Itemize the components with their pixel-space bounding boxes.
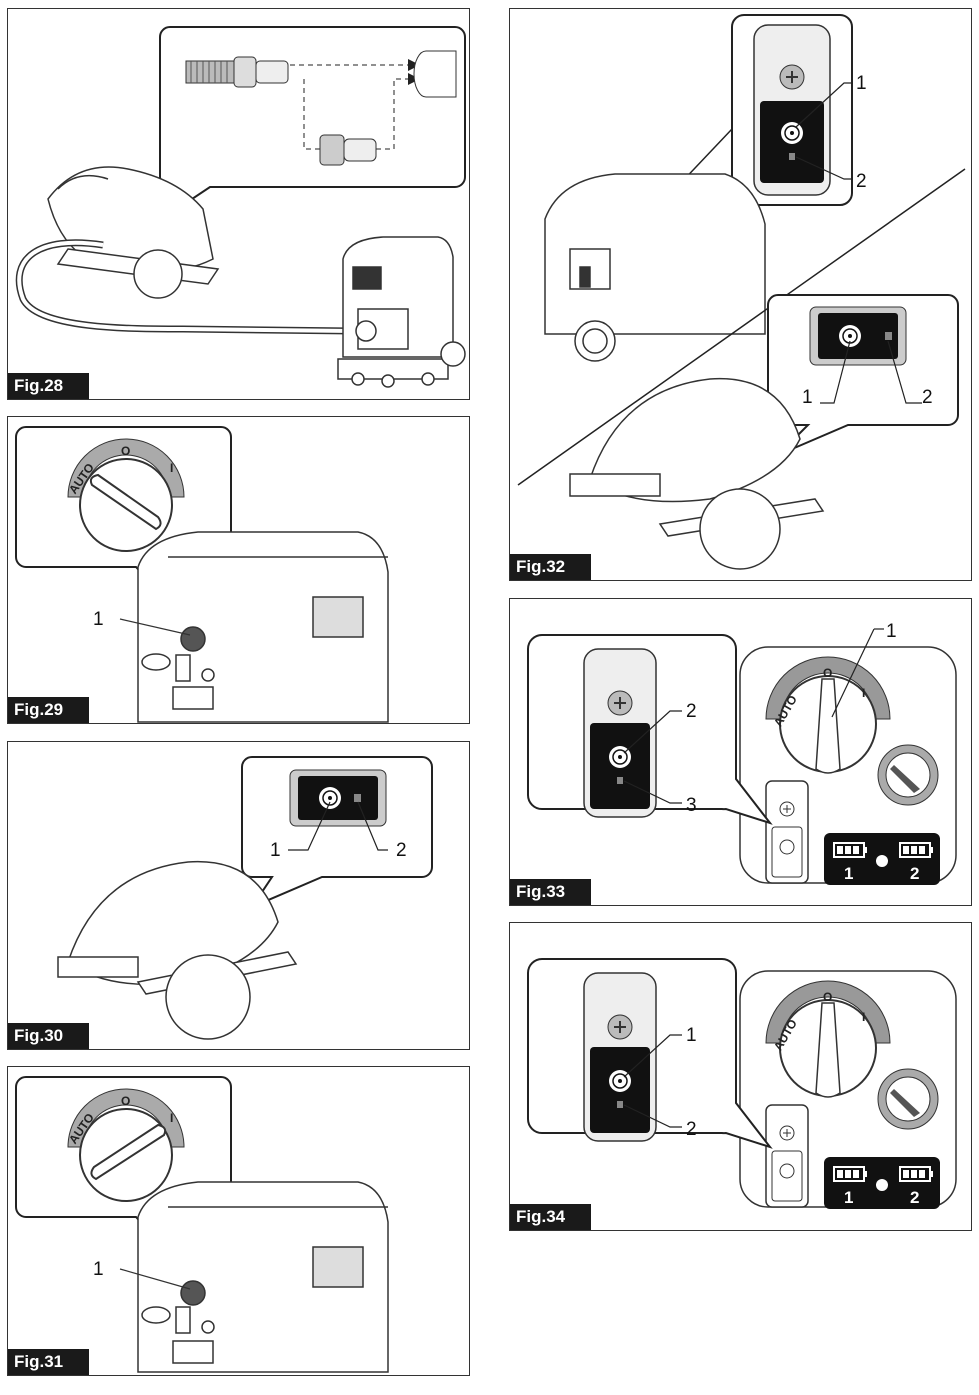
callout-2: 2 — [396, 840, 407, 861]
dial-on-label: I — [862, 1010, 865, 1024]
saw-sketch — [569, 377, 825, 570]
dial-knob-icon — [815, 1002, 841, 1098]
wireless-panel-vertical — [753, 24, 831, 196]
mode-dial: AUTO O I — [765, 980, 891, 1098]
figure-label: Fig.33 — [510, 879, 592, 905]
callout-2: 2 — [856, 171, 867, 192]
fig30-illustration: 1 2 — [57, 756, 433, 1040]
figure-29: AUTO O I 1 Fig.29 — [7, 416, 470, 724]
battery-indicator: 1 2 — [824, 833, 940, 885]
dial-off-label: O — [121, 1094, 130, 1108]
led-lamp-icon — [617, 777, 623, 784]
battery-1-label: 1 — [844, 1188, 853, 1207]
dial-on-label: I — [170, 461, 173, 475]
nozzle-icon — [413, 50, 457, 98]
dial-knob-icon — [180, 1280, 206, 1306]
callout-2: 2 — [922, 387, 933, 408]
dial-knob-icon — [89, 473, 162, 531]
dial-on-label: I — [170, 1111, 173, 1125]
battery-switch-icon — [876, 855, 888, 867]
fig31-illustration: AUTO O I 1 — [15, 1076, 389, 1373]
battery-indicator: 1 2 — [824, 1157, 940, 1209]
mode-dial: AUTO O I — [765, 656, 891, 774]
figure-32: 1 2 1 2 Fig.3 — [509, 8, 972, 581]
dial-knob-icon — [90, 1123, 167, 1181]
vacuum-sketch — [137, 1181, 389, 1373]
led-lamp-icon — [617, 1101, 623, 1108]
callout-1: 1 — [93, 609, 104, 630]
callout-1: 1 — [270, 840, 281, 861]
wireless-panel — [289, 769, 387, 827]
dial-off-label: O — [823, 666, 832, 680]
callout-1: 1 — [856, 73, 867, 94]
vacuum-sketch — [337, 236, 466, 388]
battery-2-label: 2 — [910, 864, 919, 883]
fig28-illustration — [15, 26, 466, 388]
fig29-illustration: AUTO O I 1 — [15, 426, 389, 723]
vacuum-sketch — [544, 173, 766, 362]
mode-dial: AUTO O I — [66, 438, 185, 552]
dial-knob-icon — [815, 678, 841, 774]
figure-label: Fig.28 — [8, 373, 90, 399]
figure-label: Fig.30 — [8, 1023, 90, 1049]
battery-1-label: 1 — [844, 864, 853, 883]
callout-1: 1 — [93, 1259, 104, 1280]
led-lamp-icon — [789, 153, 795, 160]
figure-34: AUTO O I 1 2 — [509, 922, 972, 1231]
figure-label: Fig.29 — [8, 697, 90, 723]
callout-3: 3 — [686, 795, 697, 816]
callout-1: 1 — [802, 387, 813, 408]
hose-icon — [185, 56, 289, 88]
figure-30: 1 2 Fig.30 — [7, 741, 470, 1050]
callout-2: 2 — [686, 1119, 697, 1140]
figure-label: Fig.31 — [8, 1349, 90, 1375]
dial-on-label: I — [862, 686, 865, 700]
led-lamp-icon — [354, 794, 361, 802]
adapter-icon — [319, 134, 377, 166]
dial-off-label: O — [823, 990, 832, 1004]
wireless-panel-vertical — [583, 648, 657, 818]
led-lamp-icon — [885, 332, 892, 340]
battery-2-label: 2 — [910, 1188, 919, 1207]
dial-off-label: O — [121, 444, 130, 458]
small-dial — [877, 744, 939, 806]
small-dial — [877, 1068, 939, 1130]
wireless-panel-vertical — [583, 972, 657, 1142]
figure-label: Fig.34 — [510, 1204, 592, 1230]
vacuum-sketch — [137, 531, 389, 723]
fig32-illustration: 1 2 1 2 — [517, 14, 966, 570]
figure-31: AUTO O I 1 Fig.31 — [7, 1066, 470, 1376]
callout-1: 1 — [886, 621, 897, 642]
divider-line — [517, 168, 966, 486]
wireless-panel — [809, 306, 907, 366]
saw-sketch — [57, 860, 298, 1040]
callout-1: 1 — [686, 1025, 697, 1046]
figure-28: Fig.28 — [7, 8, 470, 400]
battery-switch-icon — [876, 1179, 888, 1191]
dial-knob-icon — [180, 626, 206, 652]
figure-label: Fig.32 — [510, 554, 592, 580]
figure-33: AUTO O I 1 1 2 — [509, 598, 972, 906]
callout-2: 2 — [686, 701, 697, 722]
fig34-illustration: AUTO O I 1 2 — [527, 958, 957, 1209]
fig33-illustration: AUTO O I 1 1 2 — [527, 621, 957, 885]
